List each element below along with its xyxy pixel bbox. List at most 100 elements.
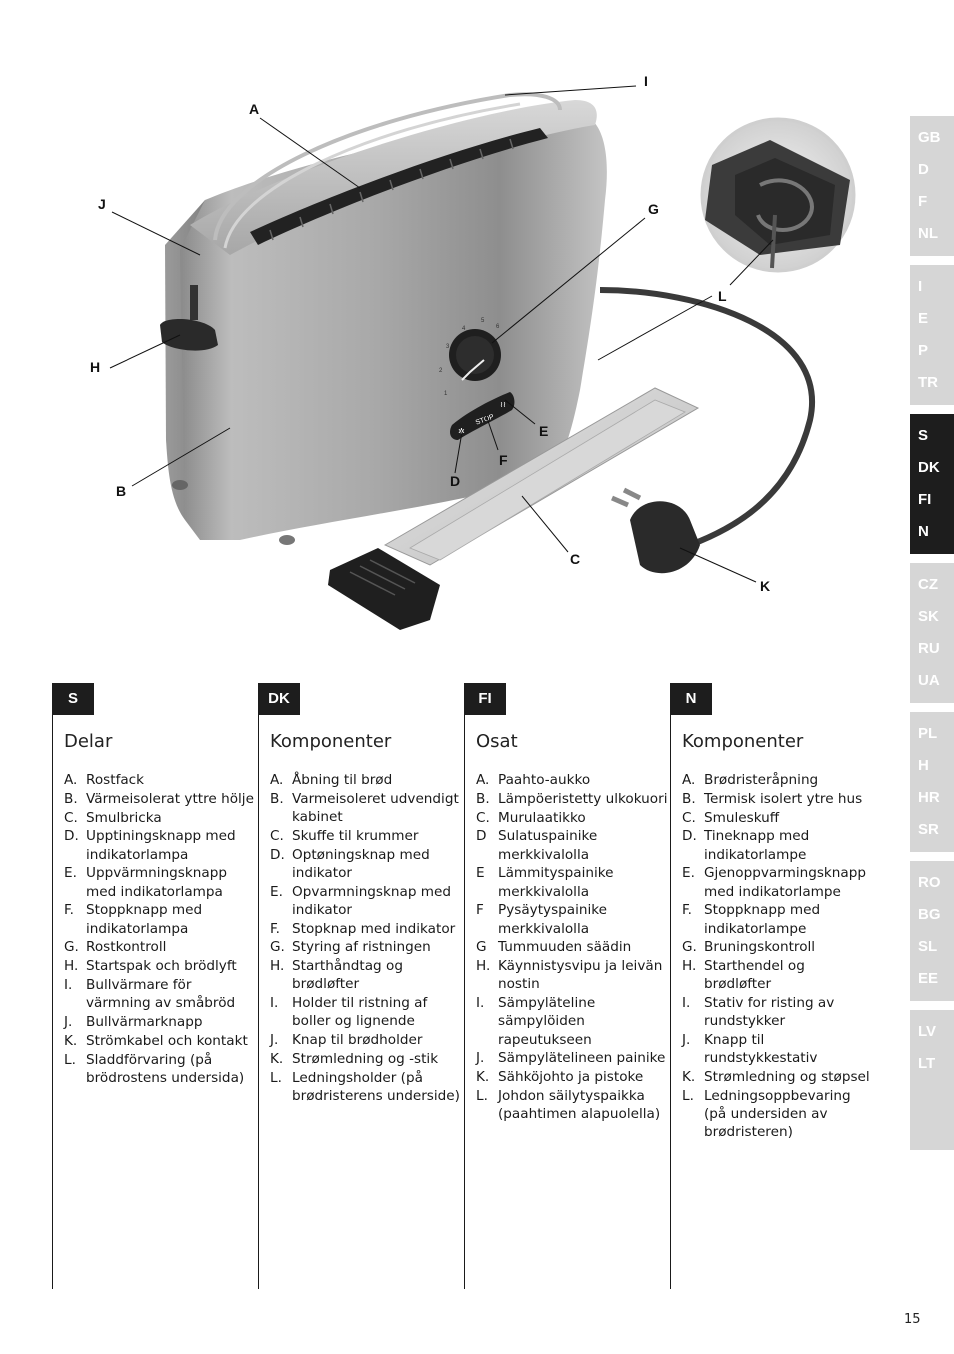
callout-i: I [644, 73, 648, 89]
page-number: 15 [904, 1312, 921, 1327]
callout-j: J [98, 196, 106, 212]
lang-tab-bg[interactable]: BG [918, 906, 941, 923]
list-item: L.Ledningsoppbevaring (på undersiden av … [682, 1087, 851, 1141]
lang-tab-s[interactable]: S [918, 427, 929, 444]
list-item: B.Termisk isolert ytre hus [682, 790, 863, 807]
list-item: C.Murulaatikko [476, 809, 586, 826]
list-item: I.Stativ for risting av rundstykker [682, 995, 835, 1030]
list-item: D.Upptiningsknapp med indikatorlampa [64, 828, 236, 863]
list-item: E.Opvarmningsknap med indikator [270, 883, 452, 918]
lang-group-3-active: S DK FI N [910, 414, 954, 554]
list-item: G.Bruningskontroll [682, 939, 816, 956]
lang-tab-tr[interactable]: TR [918, 374, 938, 391]
lang-tab-ro[interactable]: RO [918, 874, 941, 891]
list-item: C.Smulbricka [64, 809, 162, 826]
lang-group-5: PL H HR SR [910, 712, 954, 852]
callout-b: B [116, 483, 127, 499]
list-item: J.Bullvärmarknapp [64, 1013, 203, 1030]
button-panel [450, 392, 515, 440]
dial-number-4: 4 [462, 326, 466, 332]
lang-group-6: RO BG SL EE [910, 861, 954, 1001]
list-item: K.Strömkabel och kontakt [64, 1032, 248, 1049]
lang-tab-sl[interactable]: SL [918, 938, 938, 955]
list-item: I.Bullvärmare för värmning av småbröd [64, 976, 236, 1012]
lang-tab-sr[interactable]: SR [918, 821, 939, 838]
lang-tab-e[interactable]: E [918, 310, 929, 327]
list-item: K.Strømledning og støpsel [682, 1069, 870, 1086]
lang-tab-ru[interactable]: RU [918, 640, 940, 657]
column-tag: S [52, 683, 94, 715]
list-item: A.Rostfack [64, 772, 145, 788]
callout-e: E [539, 423, 549, 439]
lang-tab-f[interactable]: F [918, 193, 928, 210]
list-item: G.Rostkontroll [64, 939, 167, 956]
list-item: E.Gjenoppvarmingsknapp med indikatorlamp… [682, 865, 867, 900]
lang-tab-ee[interactable]: EE [918, 970, 939, 987]
lang-tab-lt[interactable]: LT [918, 1055, 936, 1072]
list-item: C.Skuffe til krummer [270, 827, 419, 844]
list-item: F.Stoppknapp med indikatorlampa [64, 902, 203, 937]
callout-c: C [570, 551, 581, 567]
list-item: I.Holder til ristning af boller og ligne… [270, 995, 428, 1030]
lang-group-2: I E P TR [910, 265, 954, 405]
lang-group-4: CZ SK RU UA [910, 563, 954, 703]
column-title: Komponenter [270, 731, 392, 752]
lang-group-7: LV LT [910, 1010, 954, 1150]
lang-tab-dk[interactable]: DK [918, 459, 940, 476]
callout-a: A [249, 101, 260, 117]
list-item: B.Varmeisoleret udvendigt kabinet [270, 790, 459, 825]
toaster-illustration: 1 2 3 4 5 6 STOP ✲ ≀≀ [0, 0, 900, 660]
lang-tab-p[interactable]: P [918, 342, 929, 359]
power-plug [630, 501, 700, 574]
dial-number-6: 6 [496, 324, 500, 330]
lang-tab-fi[interactable]: FI [918, 491, 932, 508]
lang-tab-n[interactable]: N [918, 523, 929, 540]
column-tag: FI [464, 683, 506, 715]
list-item: D.Tineknapp med indikatorlampe [682, 828, 810, 863]
list-item: L.Ledningsholder (på brødristerens under… [270, 1069, 460, 1104]
column-norwegian: N Komponenter A.Brødristeråpning B.Termi… [670, 683, 876, 1289]
list-item: F.Stopknap med indikator [270, 920, 456, 937]
lang-tab-i[interactable]: I [918, 278, 923, 295]
callout-l: L [718, 288, 727, 304]
list-item: H.Starthendel og brødløfter [682, 958, 805, 993]
column-title: Komponenter [682, 731, 804, 752]
column-swedish: S Delar A.Rostfack B.Värmeisolerat yttre… [52, 683, 258, 1289]
lang-tab-gb[interactable]: GB [918, 129, 941, 146]
lang-tab-d[interactable]: D [918, 161, 929, 178]
lang-tab-hr[interactable]: HR [918, 789, 940, 806]
start-lever [160, 318, 218, 351]
lang-tab-cz[interactable]: CZ [918, 576, 938, 593]
lang-tab-sk[interactable]: SK [918, 608, 939, 625]
list-item: K.Strømledning og -stik [270, 1050, 439, 1067]
parts-list: A.Brødristeråpning B.Termisk isolert ytr… [682, 771, 876, 1142]
list-item: I.Sämpyläteline sämpylöiden rapeutukseen [476, 995, 596, 1048]
reheat-icon: ≀≀ [500, 400, 506, 409]
list-item: H.Käynnistysvipu ja leivän nostin [476, 958, 663, 993]
parts-list: A.Åbning til brød B.Varmeisoleret udvend… [270, 771, 464, 1106]
dial-number-1: 1 [444, 391, 448, 397]
list-item: L. Johdon säilytyspaikka (paahtimen alap… [476, 1087, 661, 1123]
callout-g: G [648, 201, 659, 217]
lang-tab-pl[interactable]: PL [918, 725, 938, 742]
list-item: J.Knap til brødholder [270, 1032, 423, 1049]
dial-number-2: 2 [439, 368, 443, 374]
list-item: A.Åbning til brød [270, 772, 393, 788]
parts-list: A.Paahto-aukko B.Lämpöeristetty ulkokuor… [476, 771, 670, 1124]
lang-tab-h[interactable]: H [918, 757, 929, 774]
dial-number-3: 3 [446, 344, 450, 350]
lang-tab-nl[interactable]: NL [918, 225, 938, 242]
callout-h: H [90, 359, 101, 375]
lang-tab-ua[interactable]: UA [918, 672, 940, 689]
list-item: B.Lämpöeristetty ulkokuori [476, 790, 668, 807]
lang-tab-lv[interactable]: LV [918, 1023, 937, 1040]
lang-group-1: GB D F NL [910, 116, 954, 256]
column-tag: N [670, 683, 712, 715]
list-item: L.Sladdförvaring (på brödrostens undersi… [64, 1051, 245, 1086]
toaster-drawing: 1 2 3 4 5 6 STOP ✲ ≀≀ [109, 85, 856, 630]
bread-slot [250, 128, 548, 245]
list-item: A.Paahto-aukko [476, 772, 591, 788]
